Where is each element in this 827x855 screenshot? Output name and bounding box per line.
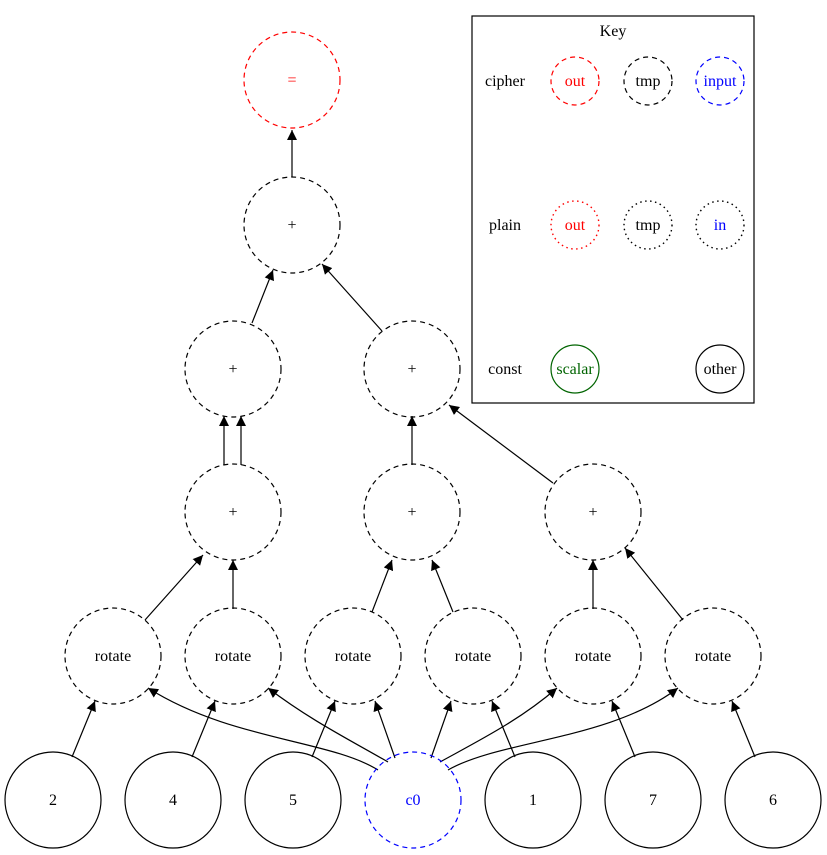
add-node: + — [184, 463, 282, 561]
equals-node: = — [243, 31, 341, 129]
add-node: + — [363, 320, 461, 418]
svg-text:rotate: rotate — [695, 648, 731, 665]
svg-text:out: out — [565, 73, 586, 90]
edge-c0-to-rot5 — [439, 687, 558, 763]
constant-node: 5 — [244, 751, 342, 849]
edge-c0-to-rot3 — [373, 700, 396, 759]
svg-text:tmp: tmp — [636, 73, 661, 90]
key-cipher-tmp: tmp — [623, 56, 673, 106]
rotate-node: rotate — [64, 607, 162, 705]
key-plain-in: in — [695, 200, 745, 250]
svg-text:other: other — [704, 361, 738, 378]
edge-rot3-to-add3b — [371, 559, 394, 613]
svg-text:tmp: tmp — [636, 217, 661, 234]
rotate-node: rotate — [544, 607, 642, 705]
svg-text:5: 5 — [289, 792, 297, 809]
edge-add2a-to-add1 — [251, 269, 274, 324]
input-node-c0: c0 — [364, 751, 462, 849]
key-plain-out: out — [550, 200, 600, 250]
svg-text:6: 6 — [769, 792, 777, 809]
edge-add3c-to-add2b — [448, 404, 554, 484]
svg-text:c0: c0 — [405, 792, 420, 809]
nodes: = + + + + + + rotate — [4, 31, 822, 849]
edge-c0-to-rot4 — [430, 700, 453, 759]
rotate-node: rotate — [664, 607, 762, 705]
svg-text:rotate: rotate — [335, 648, 371, 665]
svg-text:+: + — [407, 504, 416, 521]
edge-add2b-to-add1 — [321, 263, 383, 332]
edge-k6-to-rot6 — [731, 700, 756, 758]
key-row-label-plain: plain — [489, 217, 521, 234]
edge-k2-to-rot1 — [71, 700, 96, 758]
svg-text:+: + — [407, 361, 416, 378]
svg-text:+: + — [228, 504, 237, 521]
edge-c0-to-rot1 — [147, 687, 379, 771]
edge-rot4-to-add3b — [431, 559, 454, 613]
constant-node: 2 — [4, 751, 102, 849]
add-node: + — [243, 176, 341, 274]
add-node: + — [184, 320, 282, 418]
svg-text:input: input — [704, 73, 737, 90]
edge-rot6-to-add3c — [624, 547, 684, 621]
key-title: Key — [600, 23, 627, 40]
key-legend: Key cipher plain const out tmp input out… — [471, 15, 755, 404]
edge-k7-to-rot5 — [611, 700, 636, 758]
key-plain-tmp: tmp — [623, 200, 673, 250]
key-cipher-input: input — [695, 56, 745, 106]
constant-node: 7 — [604, 751, 702, 849]
key-cipher-out: out — [550, 56, 600, 106]
rotate-node: rotate — [424, 607, 522, 705]
svg-text:+: + — [287, 217, 296, 234]
svg-text:+: + — [228, 361, 237, 378]
svg-text:rotate: rotate — [215, 648, 251, 665]
key-row-label-cipher: cipher — [485, 73, 526, 90]
key-row-label-const: const — [488, 361, 522, 378]
edge-rot1-to-add3a — [144, 554, 204, 621]
edge-c0-to-rot6 — [447, 687, 679, 771]
svg-text:+: + — [588, 504, 597, 521]
svg-text:4: 4 — [169, 792, 177, 809]
svg-text:scalar: scalar — [556, 361, 594, 378]
add-node: + — [363, 463, 461, 561]
svg-text:7: 7 — [649, 792, 657, 809]
svg-text:=: = — [287, 72, 296, 89]
svg-text:2: 2 — [49, 792, 57, 809]
svg-text:rotate: rotate — [455, 648, 491, 665]
key-const-other: other — [695, 344, 745, 394]
rotate-node: rotate — [304, 607, 402, 705]
edge-c0-to-rot2 — [267, 687, 389, 763]
svg-text:rotate: rotate — [95, 648, 131, 665]
svg-text:out: out — [565, 217, 586, 234]
constant-node: 4 — [124, 751, 222, 849]
svg-text:1: 1 — [529, 792, 537, 809]
key-const-scalar: scalar — [550, 344, 600, 394]
rotate-node: rotate — [184, 607, 282, 705]
svg-text:rotate: rotate — [575, 648, 611, 665]
constant-node: 6 — [724, 751, 822, 849]
edge-k4-to-rot2 — [191, 700, 216, 758]
key-border — [471, 15, 755, 404]
constant-node: 1 — [484, 751, 582, 849]
edges — [71, 130, 756, 771]
svg-text:in: in — [714, 217, 726, 234]
add-node: + — [544, 463, 642, 561]
